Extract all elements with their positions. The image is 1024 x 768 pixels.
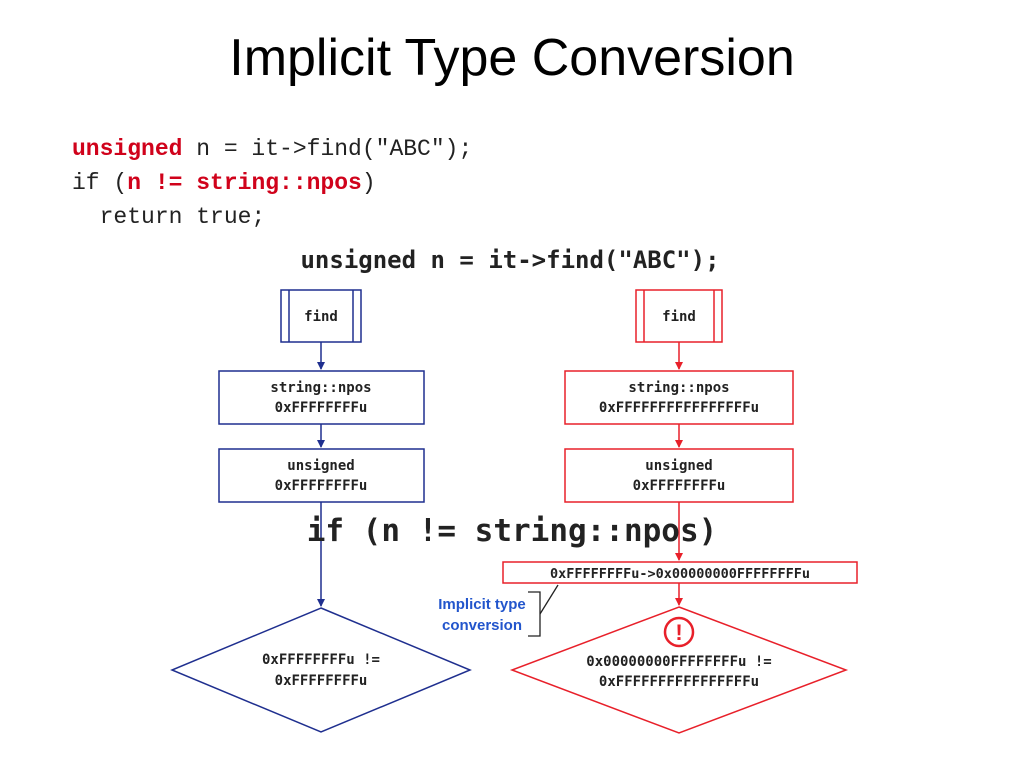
annotation-line1: Implicit type (438, 596, 526, 613)
right-npos-line2: 0xFFFFFFFFFFFFFFFFu (599, 400, 759, 416)
right-diamond-line1: 0x00000000FFFFFFFFu != (586, 654, 771, 670)
right-npos-box (564, 370, 794, 425)
left-unsigned-line1: unsigned (287, 458, 354, 474)
left-compare-diamond (170, 607, 472, 733)
right-unsigned-box (564, 448, 794, 503)
right-unsigned-line2: 0xFFFFFFFFu (633, 478, 726, 494)
right-compare-diamond (509, 606, 849, 734)
left-npos-line1: string::npos (270, 380, 371, 396)
condition-label: if (n != string::npos) (307, 513, 718, 549)
annotation-bracket (528, 584, 559, 637)
left-flow (170, 289, 472, 733)
right-conversion-box (502, 561, 858, 584)
left-diamond-line1: 0xFFFFFFFFu != (262, 652, 380, 668)
diagram-header: unsigned n = it->find("ABC"); (300, 246, 719, 274)
code-line2-post: ) (361, 170, 376, 196)
code-line1-rest: n = it->find("ABC"); (182, 136, 473, 162)
right-npos-line1: string::npos (628, 380, 729, 396)
annotation-line2: conversion (442, 617, 522, 634)
code-snippet: unsigned n = it->find("ABC"); if (n != s… (72, 132, 472, 234)
left-unsigned-box (218, 448, 425, 503)
right-find-label: find (662, 309, 696, 325)
right-diamond-line2: 0xFFFFFFFFFFFFFFFFu (599, 674, 759, 690)
code-line3: return true; (72, 204, 266, 230)
left-diamond-line2: 0xFFFFFFFFu (275, 673, 368, 689)
code-condition: n != string::npos (127, 170, 362, 196)
left-npos-box (218, 370, 425, 425)
code-keyword-unsigned: unsigned (72, 136, 183, 162)
right-flow (502, 289, 858, 734)
right-unsigned-line1: unsigned (645, 458, 712, 474)
left-find-label: find (304, 309, 338, 325)
warning-icon (663, 616, 695, 648)
warning-icon-glyph: ! (675, 620, 682, 645)
right-conversion-label: 0xFFFFFFFFu->0x00000000FFFFFFFFu (550, 566, 810, 582)
slide-title: Implicit Type Conversion (229, 29, 795, 87)
right-find-box (635, 289, 723, 343)
code-line2-pre: if ( (72, 170, 128, 196)
left-npos-line2: 0xFFFFFFFFu (275, 400, 368, 416)
left-unsigned-line2: 0xFFFFFFFFu (275, 478, 368, 494)
